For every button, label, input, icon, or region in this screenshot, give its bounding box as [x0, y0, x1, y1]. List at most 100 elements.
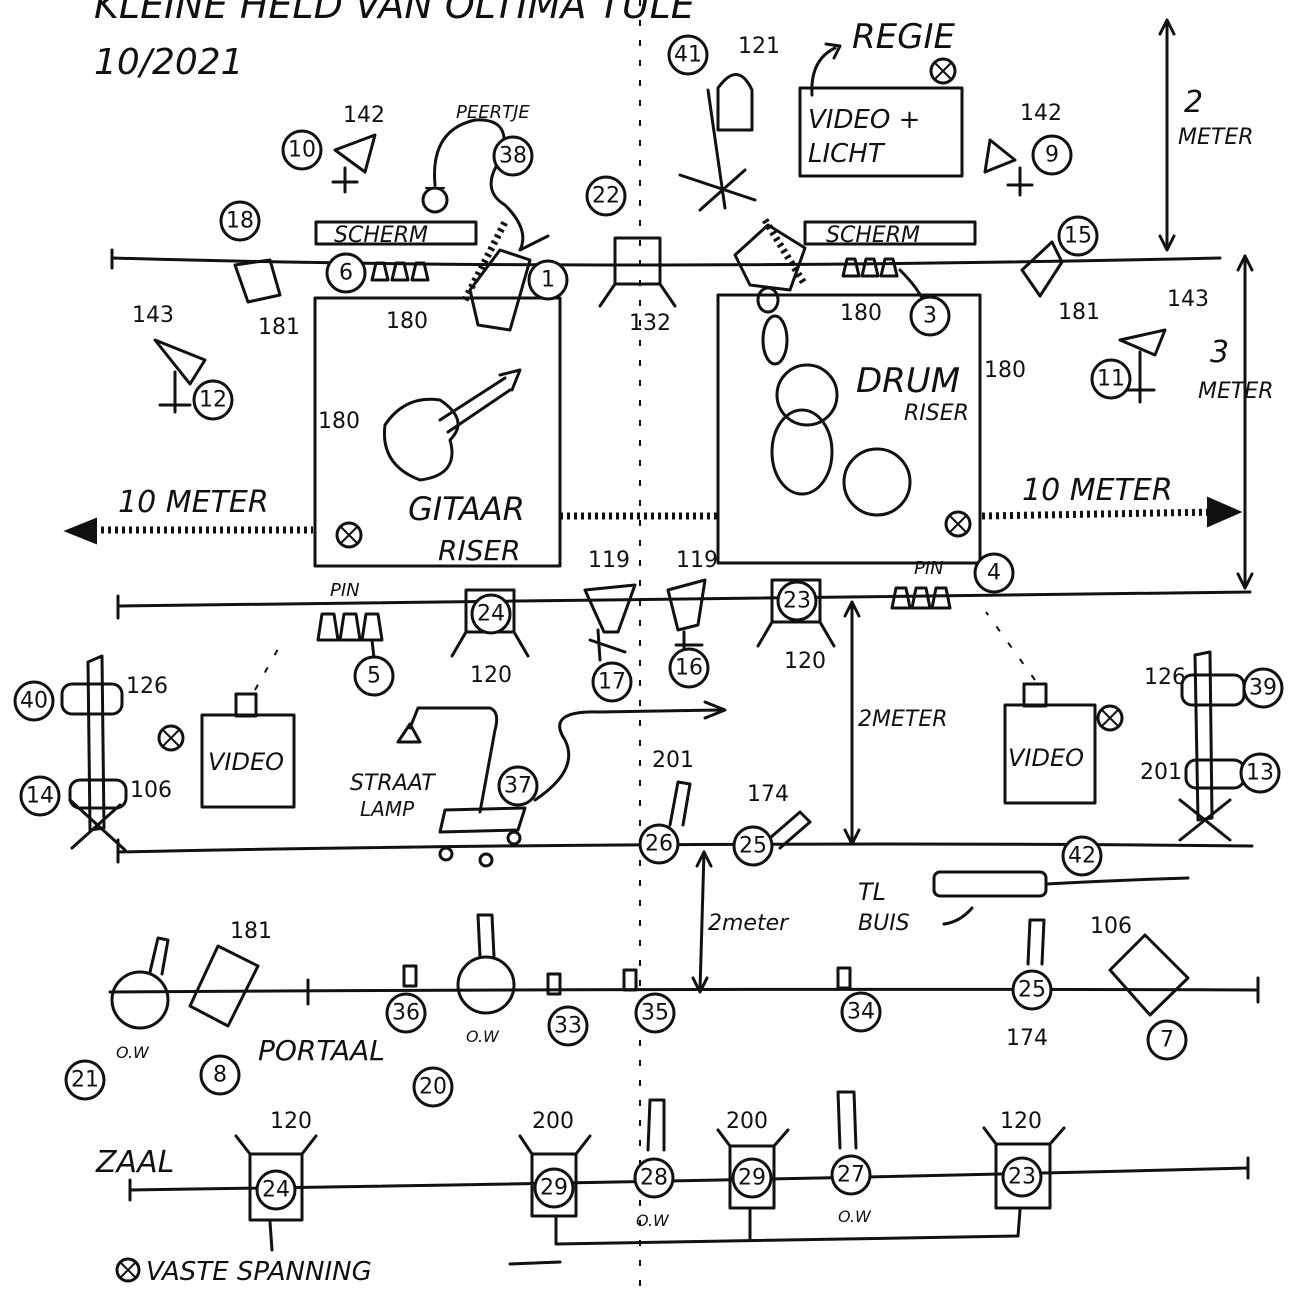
fixture-number-8: 8 — [199, 1054, 241, 1096]
filter-code-174: 174 — [1006, 1026, 1048, 1051]
fixture-circle — [840, 991, 882, 1033]
fixture-number-41: 41 — [667, 34, 709, 76]
fixture-circle — [667, 34, 709, 76]
fixture-number-label: 34 — [847, 1000, 875, 1025]
zaal-label: ZAAL — [95, 1145, 174, 1180]
fixture-number-16: 16 — [668, 647, 710, 689]
par-18-icon — [233, 258, 282, 304]
vaste-spanning-cable — [554, 1208, 1022, 1246]
fixture-number-35: 35 — [634, 992, 676, 1034]
fixture-number-4: 4 — [973, 552, 1015, 594]
filter-code-120: 120 — [470, 663, 512, 688]
fixture-number-label: 25 — [739, 834, 767, 859]
fixture-number-21: 21 — [64, 1059, 106, 1101]
fixture-number-label: 21 — [71, 1068, 99, 1093]
fixture-number-27: 27 — [830, 1154, 872, 1196]
ow-28-label: O.W — [636, 1211, 670, 1230]
zaal-pipe — [128, 1166, 1250, 1192]
par-15-icon — [1020, 240, 1064, 298]
side-par-14-icon — [68, 778, 128, 810]
regie-label: REGIE — [852, 17, 955, 57]
fixture-number-24: 24 — [255, 1169, 297, 1211]
filter-code-121: 121 — [738, 34, 780, 59]
drum-kit-icon — [756, 286, 912, 517]
fixture-number-13: 13 — [1239, 752, 1281, 794]
fixture-number-label: 18 — [226, 209, 254, 234]
filter-code-201: 201 — [1140, 760, 1182, 785]
fixture-number-label: 24 — [477, 602, 505, 627]
fixture-number-label: 27 — [837, 1163, 865, 1188]
filter-code-174: 174 — [747, 782, 789, 807]
legend-power-icon — [115, 1257, 141, 1283]
pin-left-label: PIN — [330, 580, 360, 601]
fixture-number-label: 4 — [987, 561, 1001, 586]
side-par-39-icon — [1180, 673, 1246, 707]
fresnel-26-icon — [668, 780, 692, 827]
peertje-bulb-icon — [421, 186, 449, 214]
fresnel-25-portaal-icon — [1026, 918, 1046, 966]
buis-label: BUIS — [858, 911, 910, 936]
fixture-number-23: 23 — [1001, 1156, 1043, 1198]
fixture-number-label: 9 — [1045, 143, 1059, 168]
can-33-icon — [546, 972, 562, 996]
fixture-number-label: 40 — [20, 689, 48, 714]
fixture-number-5: 5 — [353, 655, 395, 697]
fixture-number-22: 22 — [585, 175, 627, 217]
filter-code-181: 181 — [230, 919, 272, 944]
fixture-number-label: 24 — [262, 1178, 290, 1203]
fixture-circle — [19, 775, 61, 817]
flood-29a-icon — [518, 1134, 592, 1218]
fixture-circle — [13, 680, 55, 722]
fixture-circle — [547, 1005, 589, 1047]
video-right-label: VIDEO — [1008, 744, 1084, 772]
fixture-number-label: 26 — [645, 832, 673, 857]
scherm-right — [803, 220, 977, 246]
fixture-circle — [492, 135, 534, 177]
power-symbol-drum — [944, 510, 972, 538]
fixture-circle — [470, 593, 512, 635]
fixture-number-label: 11 — [1097, 367, 1125, 392]
pin-group-5-icon — [316, 612, 384, 642]
filter-code-120: 120 — [784, 649, 826, 674]
dim-2m-low-arrows — [691, 850, 713, 994]
fixture-number-label: 23 — [783, 589, 811, 614]
filter-code-181: 181 — [258, 315, 300, 340]
fixture-number-17: 17 — [591, 661, 633, 703]
fixture-circle — [1239, 752, 1281, 794]
fixture-number-28: 28 — [633, 1157, 675, 1199]
video-licht-box — [798, 86, 964, 178]
spot-12-icon — [153, 338, 207, 414]
spot-10-icon — [331, 133, 377, 194]
fixture-circle — [385, 992, 427, 1034]
fixture-number-label: 23 — [1008, 1165, 1036, 1190]
fixture-number-label: 10 — [288, 138, 316, 163]
fixture-number-18: 18 — [219, 200, 261, 242]
dim-2m-top-unit: METER — [1178, 125, 1254, 150]
fixture-number-12: 12 — [192, 379, 234, 421]
filter-code-126: 126 — [1144, 665, 1186, 690]
can-36-icon — [402, 964, 418, 988]
filter-code-126: 126 — [126, 674, 168, 699]
can-34-icon — [836, 966, 852, 990]
filter-code-201: 201 — [652, 748, 694, 773]
fixture-circle — [830, 1154, 872, 1196]
drum-riser-label: RISER — [904, 401, 969, 426]
fixture-circle — [1011, 969, 1053, 1011]
fixture-number-25: 25 — [732, 825, 774, 867]
mid-pipe — [116, 590, 1252, 608]
fixture-number-label: 28 — [640, 1166, 668, 1191]
filter-code-119: 119 — [588, 548, 630, 573]
fixture-number-23: 23 — [776, 580, 818, 622]
title: KLEINE HELD VAN OLTIMA TULE — [94, 0, 695, 27]
ow-27-label: O.W — [838, 1207, 872, 1226]
spot-11-icon — [1118, 328, 1167, 404]
flood-23-mid-icon — [756, 578, 836, 648]
tl-label: TL — [858, 878, 886, 906]
fixture-circle — [353, 655, 395, 697]
fixture-number-34: 34 — [840, 991, 882, 1033]
dim-2m-low-line — [698, 850, 706, 992]
fixture-circle — [527, 259, 569, 301]
filter-code-106: 106 — [1090, 914, 1132, 939]
